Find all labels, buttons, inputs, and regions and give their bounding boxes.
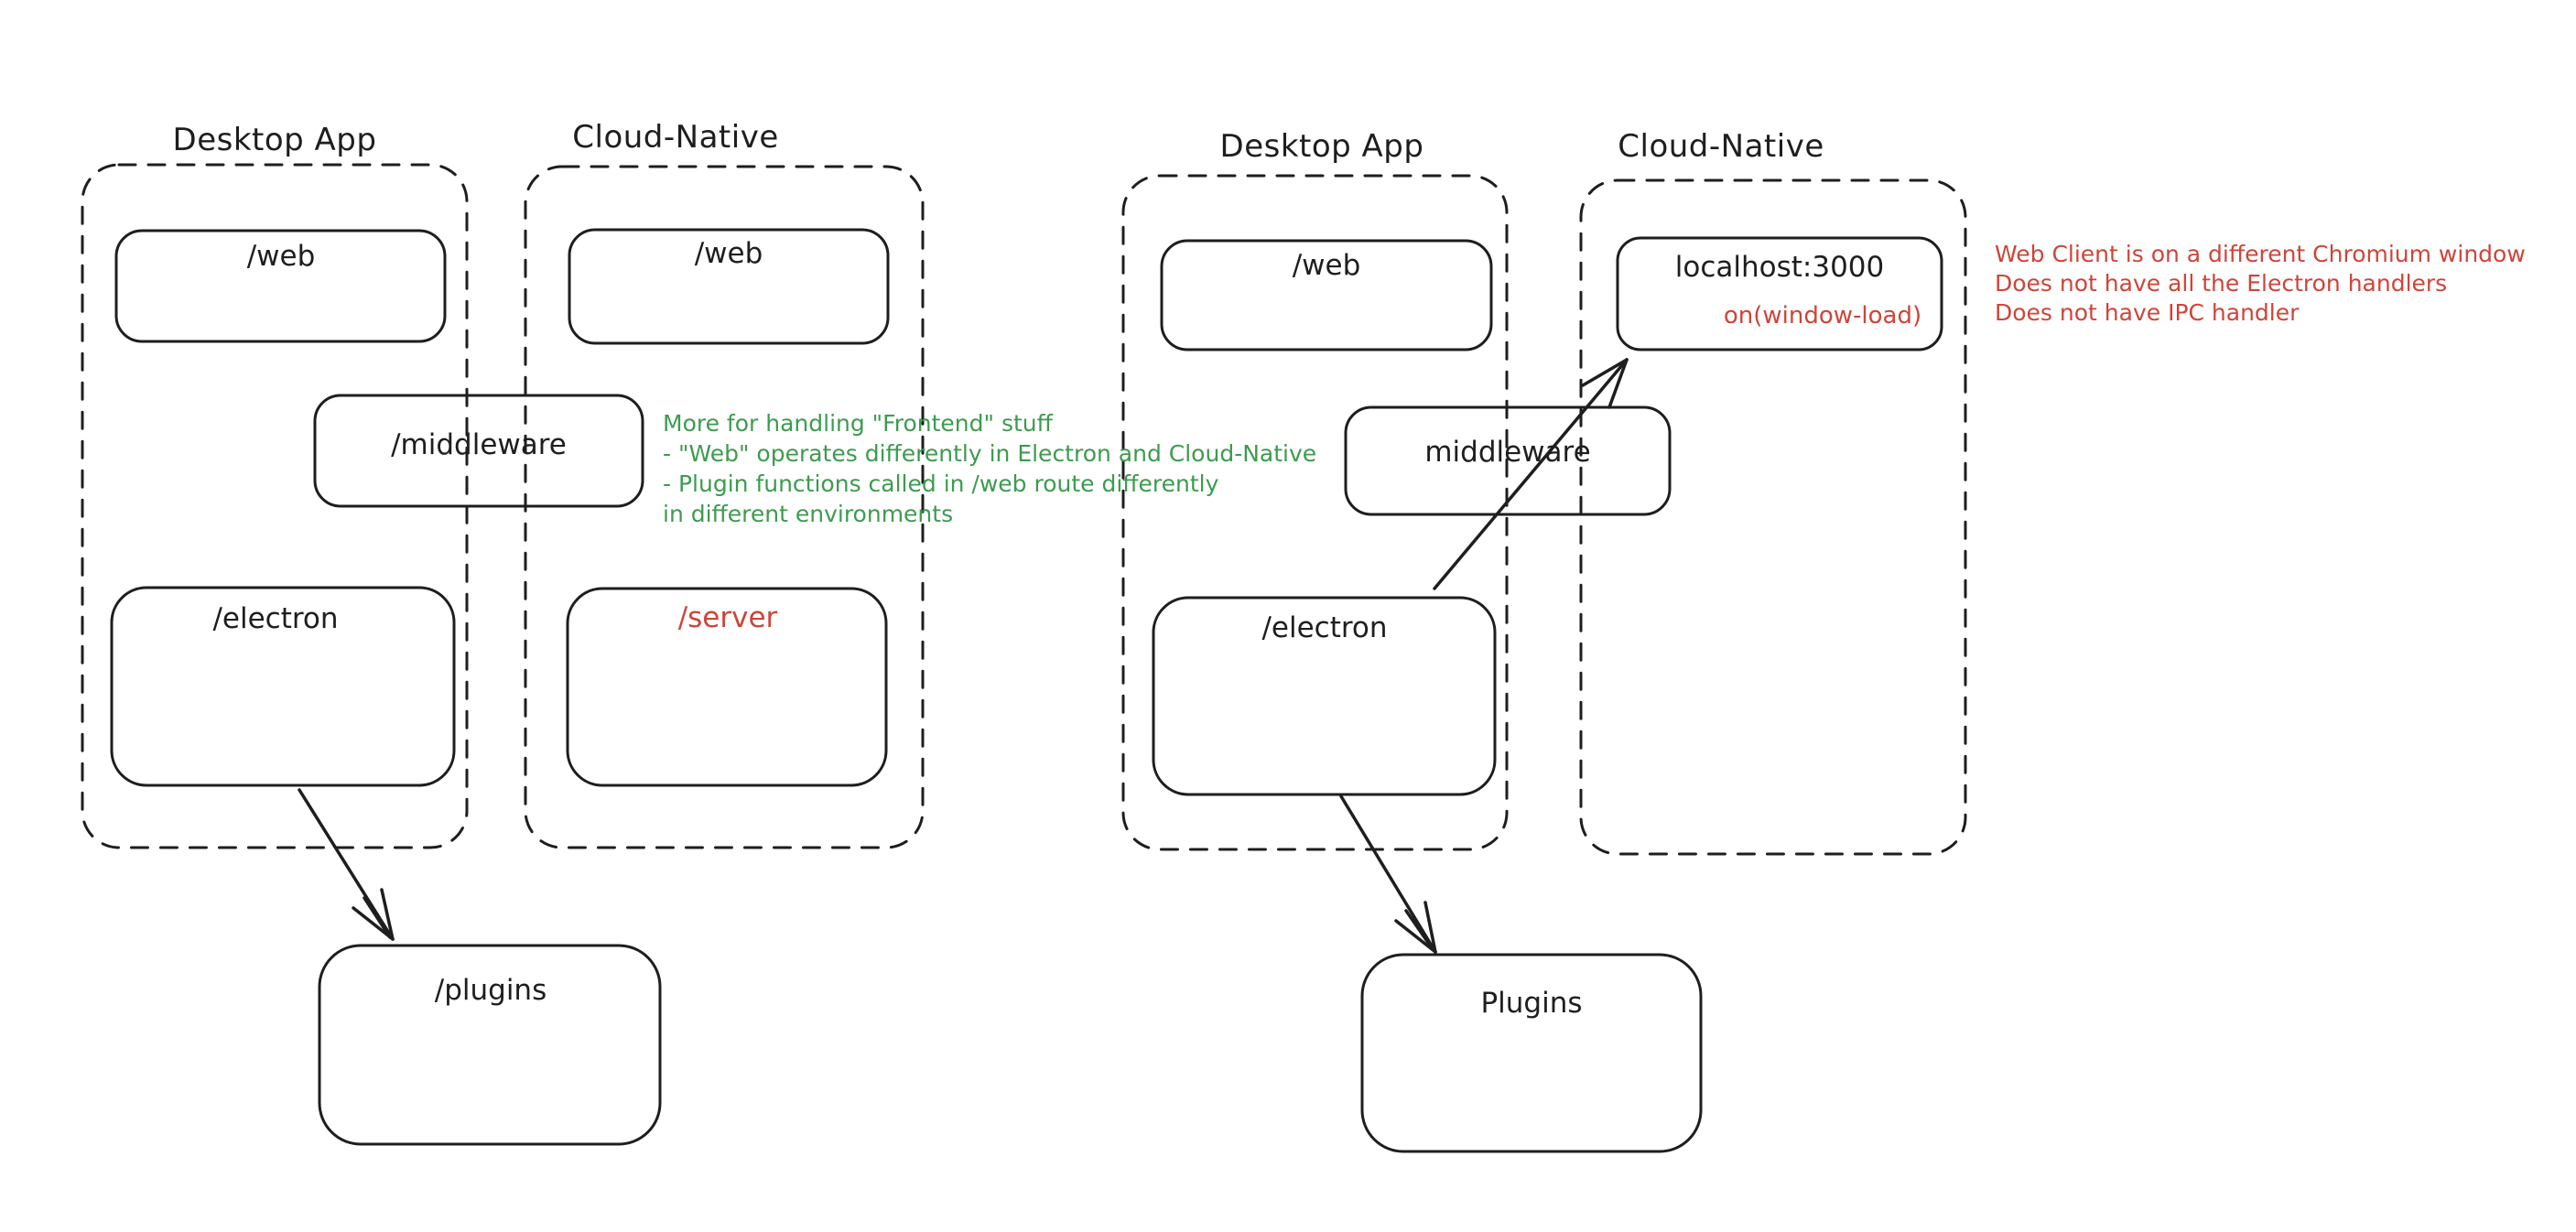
box-localhost-3000[interactable] [1616,236,1943,351]
group-cloud-right[interactable] [1579,178,1967,856]
group-cloud-left-label: Cloud-Native [572,119,779,156]
arrow-electron-to-plugins-right[interactable] [1339,794,1437,954]
box-electron-right[interactable] [1152,596,1497,796]
group-cloud-right-label: Cloud-Native [1618,128,1824,165]
note-web-client-line-1: Web Client is on a different Chromium wi… [1995,241,2526,267]
box-server-left-label: /server [677,601,778,634]
note-frontend-line-4: in different environments [663,501,954,527]
box-electron-left-label: /electron [212,602,339,635]
box-web-desktop-left[interactable] [114,229,447,343]
box-web-cloud-left-label: /web [694,237,763,270]
box-plugins-right-label: Plugins [1480,987,1583,1020]
box-middleware-right-label: middleware [1424,436,1591,469]
note-web-client-line-2: Does not have all the Electron handlers [1995,270,2448,297]
box-plugins-left-label: /plugins [434,974,547,1007]
box-web-right-label: /web [1292,249,1361,282]
group-desktop-right-label: Desktop App [1219,128,1424,165]
box-plugins-right[interactable] [1360,953,1703,1153]
arrow-electron-to-plugins-left[interactable] [298,788,395,941]
arrow-electron-to-localhost[interactable] [1433,358,1629,590]
box-server-left[interactable] [566,587,888,787]
note-frontend-green[interactable]: More for handling "Frontend" stuff - "We… [663,408,1316,529]
group-desktop-right[interactable] [1121,174,1509,851]
box-middleware-left-label: /middleware [391,428,567,461]
box-electron-left[interactable] [110,586,456,787]
box-localhost-3000-label: localhost:3000 [1674,251,1885,284]
box-web-desktop-left-label: /web [246,240,316,273]
note-frontend-line-1: More for handling "Frontend" stuff [663,410,1053,437]
box-electron-right-label: /electron [1261,611,1388,644]
note-frontend-line-2: - "Web" operates differently in Electron… [663,440,1317,467]
group-desktop-left-label: Desktop App [172,122,377,158]
box-plugins-left[interactable] [318,944,662,1146]
box-middleware-right[interactable] [1344,405,1672,516]
on-window-load-label: on(window-load) [1723,302,1922,330]
box-web-right[interactable] [1160,239,1493,351]
box-web-cloud-left[interactable] [568,228,890,345]
box-middleware-left[interactable] [313,394,644,508]
note-web-client-line-3: Does not have IPC handler [1995,299,2300,326]
note-frontend-line-3: - Plugin functions called in /web route … [663,470,1219,497]
note-web-client-red[interactable]: Web Client is on a different Chromium wi… [1995,240,2526,328]
